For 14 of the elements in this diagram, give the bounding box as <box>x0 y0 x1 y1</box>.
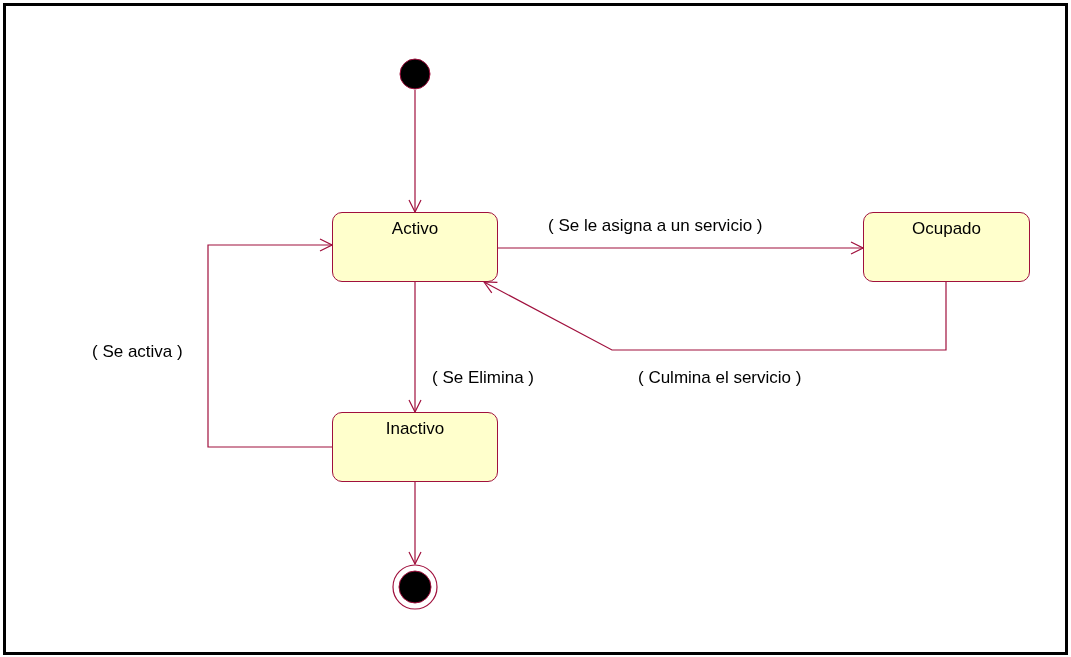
state-name: Inactivo <box>385 418 445 440</box>
state-name: Activo <box>391 218 439 240</box>
state-box <box>332 412 498 482</box>
transition-arrow <box>497 241 864 255</box>
final-state <box>392 564 438 610</box>
state-box <box>332 212 498 282</box>
transition-arrow <box>483 281 947 351</box>
transition-arrow <box>207 238 333 448</box>
initial-state <box>399 58 431 90</box>
state-box <box>863 212 1030 282</box>
transition-arrow <box>408 481 422 565</box>
transition-arrow <box>408 281 422 413</box>
transition-arrow <box>408 89 422 213</box>
state-name: Ocupado <box>912 218 981 240</box>
